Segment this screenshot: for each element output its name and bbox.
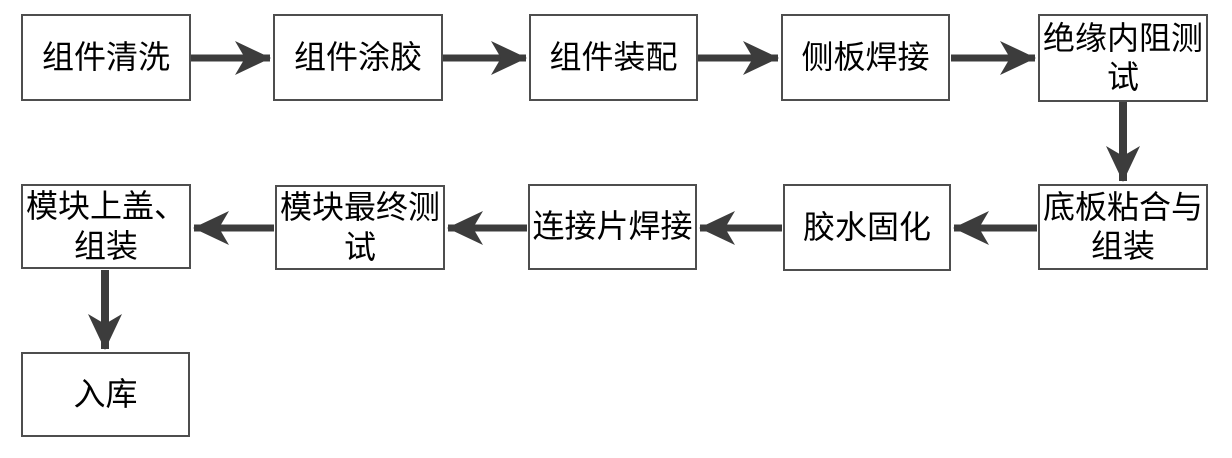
flow-box-component-cleaning: 组件清洗 xyxy=(21,14,191,101)
flow-box-component-gluing: 组件涂胶 xyxy=(273,14,443,101)
flow-box-component-assembly: 组件装配 xyxy=(529,14,698,101)
flow-box-module-top-cover-assembly: 模块上盖、组装 xyxy=(21,184,191,269)
flow-box-connecting-piece-welding: 连接片焊接 xyxy=(528,184,697,270)
flow-box-glue-curing: 胶水固化 xyxy=(783,184,951,271)
flow-box-warehousing: 入库 xyxy=(21,352,190,437)
flow-box-side-plate-welding: 侧板焊接 xyxy=(781,14,950,101)
flow-box-insulation-resistance-test: 绝缘内阻测试 xyxy=(1038,14,1208,102)
flow-box-bottom-plate-bonding-assembly: 底板粘合与组装 xyxy=(1038,184,1208,270)
flow-box-module-final-test: 模块最终测试 xyxy=(275,185,445,270)
